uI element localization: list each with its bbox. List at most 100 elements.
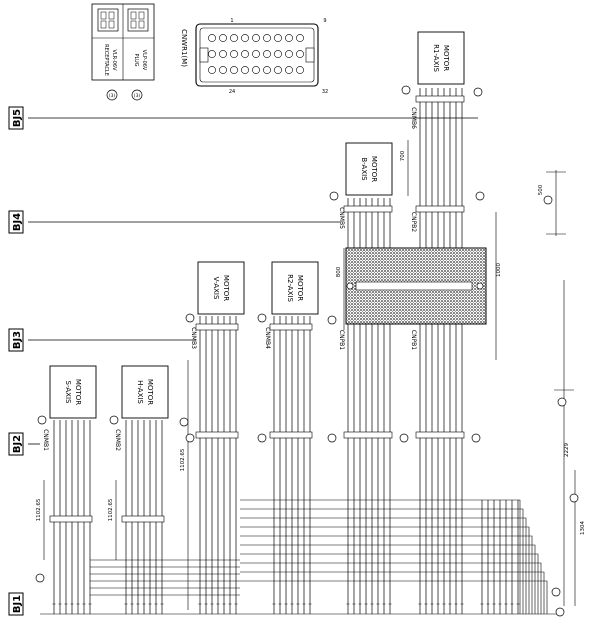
pin: [230, 50, 238, 58]
pin: [241, 66, 249, 74]
callout-circle: [109, 415, 119, 425]
callout-circle: [257, 433, 267, 443]
motor-s-axis: S-AXIS MOTOR: [49, 365, 97, 419]
bj1-right-bundle: [480, 500, 520, 614]
s-axis-sub: MOTOR: [74, 379, 82, 405]
v-axis-name: V-AXIS: [212, 277, 220, 300]
callout-circle: [185, 433, 195, 443]
receptacle-part: VLR-06V: [111, 49, 117, 71]
cnpb1b-label: CNPB1: [410, 330, 417, 350]
route-line: [240, 526, 530, 614]
cnwr1-connector: CNWR1(M) 1 9 24 32: [180, 18, 328, 95]
callout-circle: [557, 397, 567, 407]
b-axis-sub: MOTOR: [370, 156, 378, 182]
dim-800: 800: [336, 266, 342, 277]
r1-top-band: [415, 95, 465, 103]
pin: [219, 50, 227, 58]
callout-circle: [327, 433, 337, 443]
bj-leader-lines: [28, 117, 478, 445]
r1-mid-band: [415, 205, 465, 213]
r1-axis-sub: MOTOR: [442, 45, 450, 71]
latch: [199, 47, 209, 63]
callout-circle: [475, 191, 485, 201]
bj4-label: BJ4: [12, 213, 23, 231]
circle-b: (3): [134, 93, 141, 99]
route-line: [240, 571, 545, 614]
motor-r1-axis: R1-AXIS MOTOR: [417, 31, 465, 85]
b-axis-name: B-AXIS: [360, 157, 368, 181]
bj3-label: BJ3: [12, 331, 23, 349]
cnmb4-label: CNMB4: [264, 327, 271, 349]
route-line: [240, 553, 539, 614]
pin: [241, 34, 249, 42]
callout-circle: [257, 313, 267, 323]
callout-markers: [35, 85, 579, 617]
pin-1-label: 1: [230, 18, 233, 24]
cnmb3-label: CNMB3: [190, 327, 197, 349]
cnmb-labels: CNMB1 CNMB2 CNMB3 CNMB4 CNMB5 CNMB6 CNPB…: [42, 107, 417, 451]
r2-axis-name: R2-AXIS: [286, 274, 294, 302]
v-axis-bundle: [198, 316, 238, 614]
b-top-band: [343, 205, 393, 213]
r1-axis-name: R1-AXIS: [432, 44, 440, 72]
pin: [274, 34, 282, 42]
dim-1304: 1304: [580, 521, 586, 535]
bj2-label: BJ2: [12, 435, 23, 453]
cnmb6-label: CNMB6: [410, 107, 417, 129]
v-top-band: [195, 323, 239, 331]
pin-32-label: 32: [322, 89, 328, 95]
motor-v-axis: V-AXIS MOTOR: [197, 261, 245, 315]
dimensions: [43, 140, 576, 610]
h-band: [121, 515, 165, 523]
callout-circle: [185, 313, 195, 323]
route-line: [240, 517, 527, 614]
cnmb5-label: CNMB5: [338, 207, 345, 229]
pin: [274, 50, 282, 58]
pin: [219, 34, 227, 42]
v-band: [195, 431, 239, 439]
dim-2229: 2229: [564, 443, 570, 457]
pin: [296, 66, 304, 74]
pin: [285, 66, 293, 74]
r1-axis-bundle: [418, 88, 464, 614]
pin: [296, 34, 304, 42]
route-line: [240, 499, 521, 614]
dim-1102-b: 1102.65: [108, 498, 114, 521]
route-line: [240, 535, 533, 614]
pin: [252, 66, 260, 74]
pin: [208, 50, 216, 58]
pin: [252, 34, 260, 42]
s-axis-name: S-AXIS: [64, 381, 72, 404]
plug-label: PLUG: [133, 53, 139, 66]
pin: [263, 34, 271, 42]
callout-circle: [327, 315, 337, 325]
motor-r2-axis: R2-AXIS MOTOR: [271, 261, 319, 315]
pin: [208, 66, 216, 74]
callout-circle: [37, 415, 47, 425]
callout-circle: [551, 587, 561, 597]
r1-band: [415, 431, 465, 439]
pin: [230, 34, 238, 42]
dim-1000: 1000: [496, 263, 502, 277]
cnwr1-label: CNWR1(M): [180, 29, 188, 67]
callout-circle: [399, 433, 409, 443]
callout-circle: [179, 417, 189, 427]
r2-axis-sub: MOTOR: [296, 275, 304, 301]
pin: [263, 50, 271, 58]
pin: [274, 66, 282, 74]
route-line: [240, 580, 548, 614]
circle-a: (3): [109, 93, 116, 99]
route-line: [240, 544, 536, 614]
r2-top-band: [269, 323, 313, 331]
s-band: [49, 515, 93, 523]
shield-block: [345, 247, 487, 325]
r2-axis-bundle: [272, 316, 312, 614]
dimension-text: 1102.65 1102.65 1102.65 800 700 1000 500…: [36, 150, 586, 535]
receptacle-label: RECEPTACLE: [103, 44, 109, 76]
cnpb1-label: CNPB1: [338, 330, 345, 350]
motor-h-axis: H-AXIS MOTOR: [121, 365, 169, 419]
dim-500: 500: [538, 184, 544, 195]
dim-700: 700: [400, 150, 406, 161]
bj1-label: BJ1: [12, 595, 23, 613]
